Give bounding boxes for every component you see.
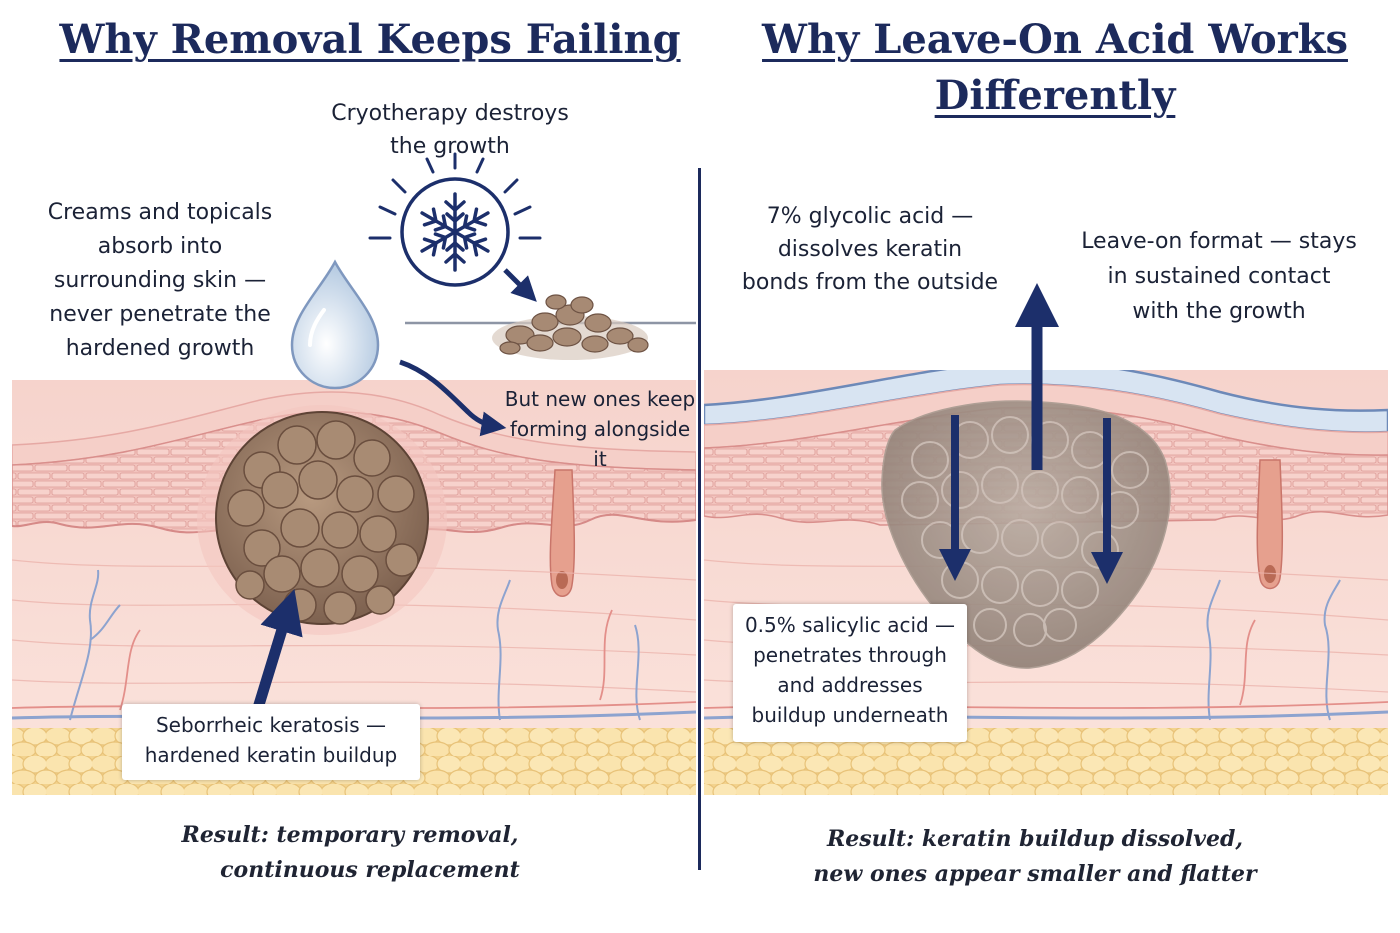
cryo-arrow bbox=[503, 268, 537, 302]
keratosis-label-line: Seborrheic keratosis — bbox=[155, 713, 387, 737]
new-ones-label-line: But new ones keep bbox=[504, 387, 696, 411]
right-title: Why Leave-On Acid Works Differently bbox=[720, 12, 1390, 124]
salicylic-label-line: and addresses bbox=[777, 673, 923, 697]
panel-divider bbox=[698, 168, 701, 870]
creams-label-line: absorb into bbox=[97, 234, 223, 259]
keratosis-label-line: hardened keratin buildup bbox=[144, 743, 398, 767]
right-result-line: Result: keratin buildup dissolved, bbox=[826, 826, 1244, 852]
right-title-line-2: Differently bbox=[934, 72, 1176, 119]
leave-on-label-line: Leave-on format — stays bbox=[1081, 229, 1357, 254]
left-result-line: continuous replacement bbox=[220, 857, 520, 883]
new-ones-label-line: forming alongside it bbox=[509, 417, 691, 471]
salicylic-label-line: buildup underneath bbox=[751, 703, 949, 727]
keratosis-label-box: Seborrheic keratosis — hardened keratin … bbox=[122, 704, 420, 780]
left-title: Why Removal Keeps Failing bbox=[59, 16, 681, 63]
cryotherapy-label-line: the growth bbox=[390, 134, 510, 159]
leave-on-label: Leave-on format — stays in sustained con… bbox=[1068, 224, 1370, 329]
new-growth-arrow bbox=[399, 359, 507, 437]
creams-label: Creams and topicals absorb into surround… bbox=[20, 196, 300, 366]
left-result: Result: temporary removal, continuous re… bbox=[90, 818, 610, 888]
creams-label-line: never penetrate the bbox=[49, 302, 271, 327]
keratosis-pointer-arrow bbox=[252, 588, 303, 710]
leave-on-label-line: with the growth bbox=[1132, 299, 1306, 324]
salicylic-label-line: penetrates through bbox=[753, 643, 947, 667]
creams-label-line: Creams and topicals bbox=[47, 200, 273, 225]
right-title-line-1: Why Leave-On Acid Works bbox=[762, 16, 1348, 63]
keratosis-growth bbox=[215, 411, 429, 625]
cryotherapy-label: Cryotherapy destroys the growth bbox=[300, 97, 600, 163]
snowflake-rays bbox=[368, 152, 542, 240]
new-ones-label: But new ones keep forming alongside it bbox=[500, 384, 700, 474]
right-result: Result: keratin buildup dissolved, new o… bbox=[770, 822, 1300, 892]
right-result-line: new ones appear smaller and flatter bbox=[813, 861, 1257, 887]
glycolic-label-line: dissolves keratin bbox=[777, 237, 963, 262]
water-drop-icon bbox=[290, 259, 380, 390]
salicylic-label-box: 0.5% salicylic acid — penetrates through… bbox=[733, 604, 967, 742]
leave-on-label-line: in sustained contact bbox=[1107, 264, 1331, 289]
glycolic-label-line: bonds from the outside bbox=[741, 270, 999, 295]
cryotherapy-label-line: Cryotherapy destroys bbox=[331, 101, 569, 126]
snowflake-icon bbox=[368, 152, 542, 287]
creams-label-line: hardened growth bbox=[65, 336, 255, 361]
creams-label-line: surrounding skin — bbox=[53, 268, 267, 293]
glycolic-label-line: 7% glycolic acid — bbox=[766, 204, 974, 229]
destroyed-growth-flakes bbox=[492, 294, 649, 360]
left-result-line: Result: temporary removal, bbox=[181, 822, 519, 848]
salicylic-label-line: 0.5% salicylic acid — bbox=[744, 613, 956, 637]
left-skin-cross-section bbox=[12, 380, 696, 795]
glycolic-label: 7% glycolic acid — dissolves keratin bon… bbox=[725, 200, 1015, 299]
